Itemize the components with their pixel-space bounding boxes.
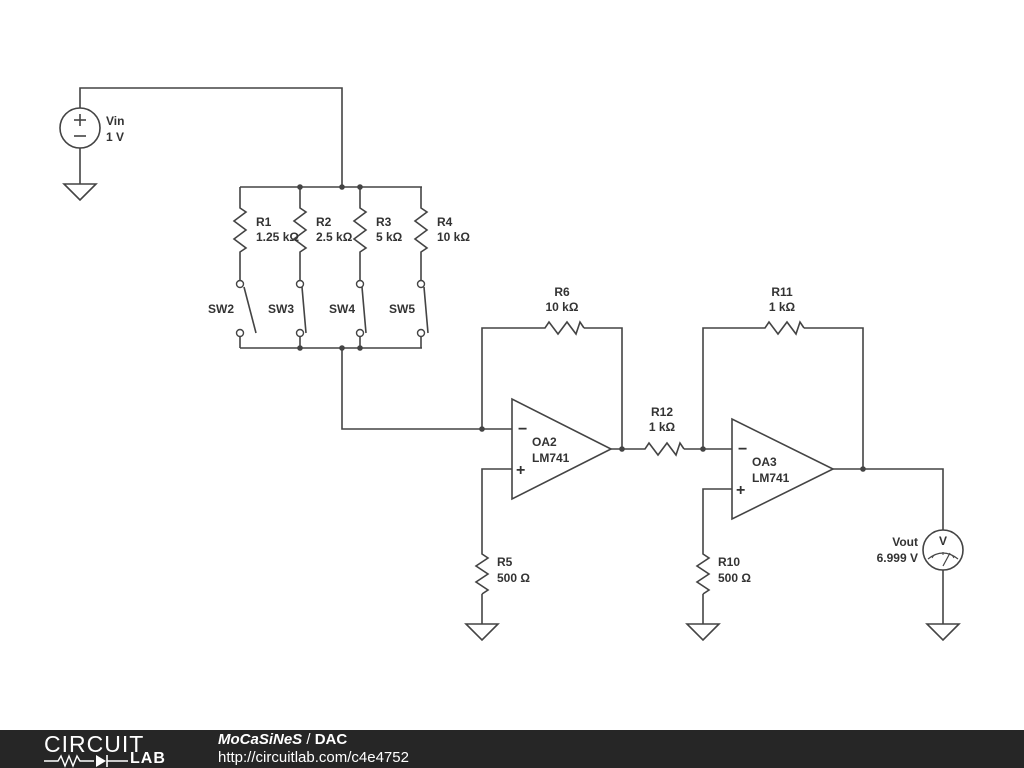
sw4-label: SW4 (329, 302, 355, 316)
r5-value: 500 Ω (497, 571, 530, 585)
sw3-label: SW3 (268, 302, 294, 316)
ground-r5 (464, 623, 500, 642)
r10-value: 500 Ω (718, 571, 751, 585)
resistor-r2 (292, 203, 308, 257)
switch-sw5 (416, 279, 429, 338)
oa3-inverting-sign: − (738, 441, 747, 458)
resistor-r12 (640, 441, 685, 457)
circuit-name[interactable]: DAC (314, 731, 348, 748)
circuit-url[interactable]: http://circuitlab.com/c4e4752 (218, 749, 409, 766)
r12-value: 1 kΩ (649, 420, 676, 434)
vout-label: Vout (892, 535, 918, 549)
oa2-label: OA2 (532, 435, 557, 449)
oa2-noninverting-sign: + (516, 462, 525, 479)
oa3-model: LM741 (752, 471, 790, 485)
switch-sw2 (235, 279, 257, 338)
voltmeter-icon (922, 529, 964, 571)
resistor-r5 (474, 550, 490, 595)
opamp-oa2 (511, 397, 613, 501)
author-link[interactable]: MoCaSiNeS (218, 731, 303, 748)
resistor-r3 (352, 203, 368, 257)
r4-value: 10 kΩ (437, 230, 470, 244)
circuit-schematic: Vin 1 V R1 1.25 kΩ R2 2.5 kΩ R3 5 kΩ R4 … (59, 87, 964, 642)
r11-label: R11 (771, 285, 793, 299)
r6-value: 10 kΩ (546, 300, 579, 314)
sw5-label: SW5 (389, 302, 415, 316)
switch-sw3 (295, 279, 307, 338)
title-separator: / (302, 731, 315, 748)
ground-vin (62, 183, 98, 202)
logo-circuit-line-icon (44, 754, 128, 768)
resistor-r6 (540, 320, 585, 336)
resistor-r4 (413, 203, 429, 257)
resistor-r1 (232, 203, 248, 257)
ground-vout (925, 623, 961, 642)
r1-value: 1.25 kΩ (256, 230, 299, 244)
logo-text-top: CIRCUIT (44, 731, 145, 757)
footer-bar: CIRCUIT LAB MoCaSiNeS / DAC http://circu… (0, 730, 1024, 768)
vin-label: Vin (106, 114, 124, 128)
opamp-oa3 (731, 417, 835, 521)
vin-value: 1 V (106, 130, 124, 144)
oa2-model: LM741 (532, 451, 570, 465)
r10-label: R10 (718, 555, 740, 569)
r2-value: 2.5 kΩ (316, 230, 353, 244)
r4-label: R4 (437, 215, 453, 229)
r12-label: R12 (651, 405, 673, 419)
oa3-label: OA3 (752, 455, 777, 469)
r2-label: R2 (316, 215, 332, 229)
resistor-r11 (760, 320, 805, 336)
voltmeter-symbol: V (939, 534, 947, 548)
r11-value: 1 kΩ (769, 300, 796, 314)
ground-r10 (685, 623, 721, 642)
r3-label: R3 (376, 215, 392, 229)
r5-label: R5 (497, 555, 513, 569)
oa2-inverting-sign: − (518, 421, 527, 438)
oa3-noninverting-sign: + (736, 482, 745, 499)
circuitlab-logo[interactable]: CIRCUIT LAB (44, 732, 184, 768)
r6-label: R6 (554, 285, 570, 299)
junctions (297, 184, 866, 472)
vin-source (59, 107, 101, 149)
r1-label: R1 (256, 215, 272, 229)
logo-text-bottom: LAB (130, 750, 166, 767)
resistor-r10 (695, 550, 711, 595)
switch-sw4 (355, 279, 367, 338)
wires (79, 87, 944, 624)
ground-symbols (62, 183, 961, 642)
circuit-title: MoCaSiNeS / DAC (218, 731, 347, 749)
r3-value: 5 kΩ (376, 230, 403, 244)
vout-value: 6.999 V (877, 551, 918, 565)
sw2-label: SW2 (208, 302, 234, 316)
